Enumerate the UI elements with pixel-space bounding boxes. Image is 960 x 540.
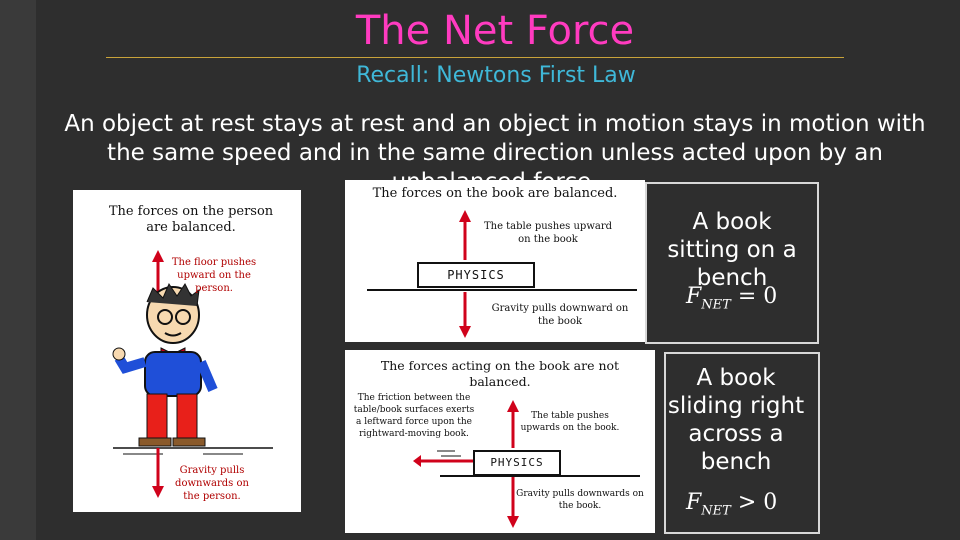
rest-table-top [367,289,637,291]
book-slide-diagram [413,400,519,528]
person-panel-heading: The forces on the person are balanced. [108,204,274,235]
book-rest-down-label: Gravity pulls downward on the book [491,303,629,327]
book-slide-down-label: Gravity pulls downwards on the book. [516,489,644,511]
sliding-force-relation: > 0 [737,490,778,515]
book-rest-up-label: The table pushes upward on the book [483,221,613,245]
rest-summary-text: A book sitting on a bench [667,209,797,291]
person-up-force-label: The floor pushes upward on the person. [171,257,257,294]
book-slide-panel: The forces acting on the book are not ba… [345,350,655,533]
rest-force-symbol: F [686,284,702,309]
sliding-force-subscript: NET [701,503,731,519]
sliding-summary-text: A book sliding right across a bench [667,365,805,475]
book-slide-heading: The forces acting on the book are not ba… [380,358,620,389]
slide-title: The Net Force [355,8,635,54]
sliding-summary-box [664,352,820,534]
title-divider [106,57,844,58]
person-down-force-label: Gravity pulls downwards on the person. [175,465,249,502]
sliding-force-symbol: F [686,490,702,515]
rest-force-subscript: NET [701,297,731,313]
person-forces-panel: The forces on the person are balanced. T… [73,190,301,512]
first-law-text: An object at rest stays at rest and an o… [64,111,926,195]
rest-summary-box [645,182,819,344]
book-rest-diagram [459,210,471,338]
slide-subtitle: Recall: Newtons First Law [356,63,636,88]
physics-book-sliding: PHYSICS [473,450,561,476]
physics-book-rest: PHYSICS [417,262,535,288]
left-accent-bar [0,0,36,540]
book-slide-up-label: The table pushes upwards on the book. [520,411,620,433]
slide-table-top [440,475,640,477]
rest-net-force-equation: FNET = 0 [686,284,777,312]
rest-force-relation: = 0 [737,284,778,309]
friction-force-label: The friction between the table/book surf… [353,393,475,439]
person-illustration [112,250,273,498]
sliding-net-force-equation: FNET > 0 [686,490,777,518]
book-rest-panel: The forces on the book are balanced. PHY… [345,180,645,342]
book-rest-heading: The forces on the book are balanced. [372,186,618,201]
